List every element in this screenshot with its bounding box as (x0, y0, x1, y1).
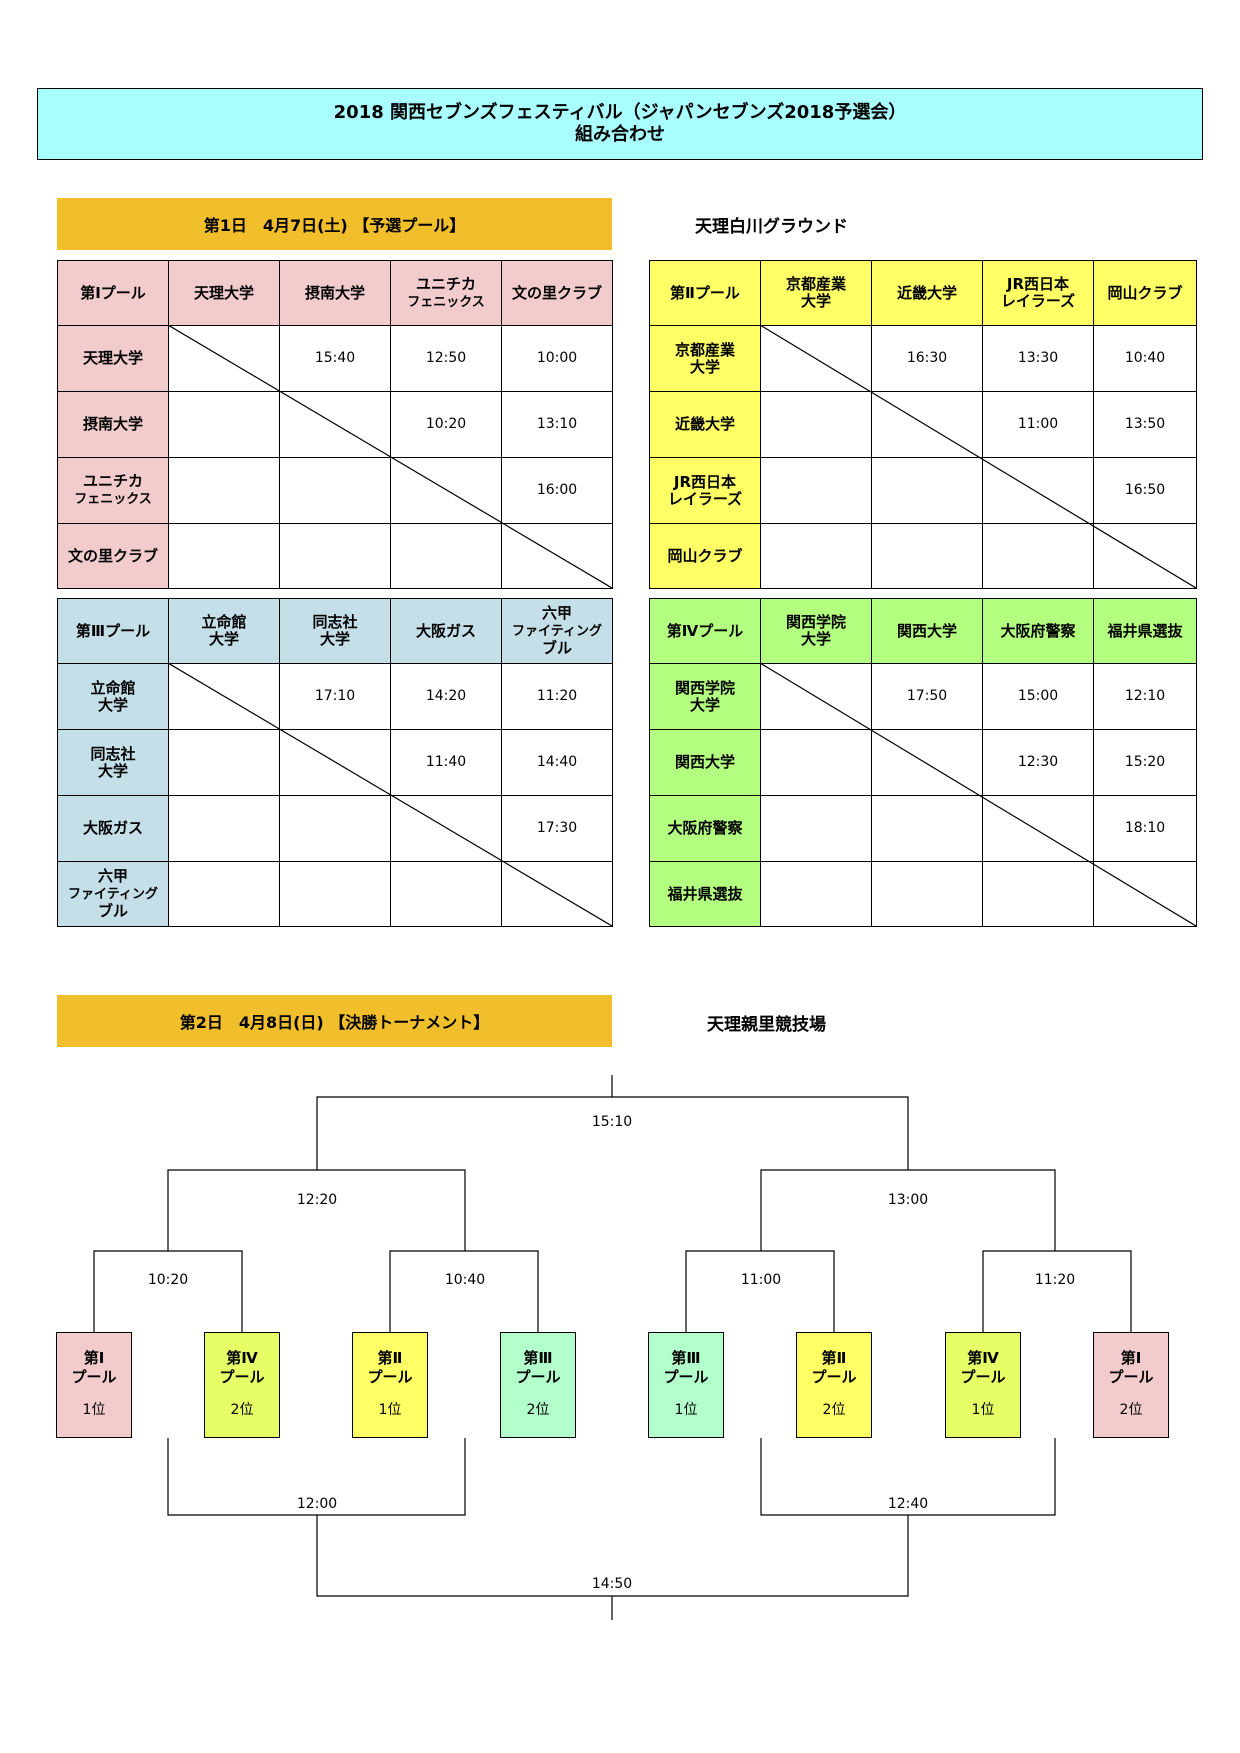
col-team-1: 京都産業大学 (760, 260, 872, 326)
seed-rank: 1位 (971, 1402, 995, 1418)
row-team-4: 岡山クラブ (649, 523, 761, 589)
row-team-2: 同志社大学 (57, 729, 169, 796)
pool-name: 第Ⅲプール (57, 598, 169, 664)
col-team-2: 摂南大学 (279, 260, 391, 326)
row-team-4: 福井県選抜 (649, 861, 761, 927)
seed-pool-label: プール (367, 1368, 413, 1386)
row-team-2: 関西大学 (649, 729, 761, 796)
col-team-4: 岡山クラブ (1093, 260, 1197, 326)
seed-pool-label: 第Ⅲ (671, 1349, 701, 1367)
row-team-3: JR西日本レイラーズ (649, 457, 761, 524)
pool-name: 第Ⅳプール (649, 598, 761, 664)
col-team-4: 福井県選抜 (1093, 598, 1197, 664)
seed-rank: 1位 (378, 1402, 402, 1418)
pool-name: 第Ⅱプール (649, 260, 761, 326)
row-team-3: 大阪府警察 (649, 795, 761, 862)
seed-pool-label: プール (219, 1368, 265, 1386)
seed-rank: 1位 (674, 1402, 698, 1418)
row-team-1: 天理大学 (57, 325, 169, 392)
col-team-3: JR西日本レイラーズ (982, 260, 1094, 326)
seed-pool-label: 第Ⅳ (226, 1349, 258, 1367)
seed-pool-label: プール (811, 1368, 857, 1386)
seed-rank: 2位 (1119, 1402, 1143, 1418)
row-team-2: 近畿大学 (649, 391, 761, 458)
row-team-1: 関西学院大学 (649, 663, 761, 730)
seed-pool-label: 第Ⅳ (967, 1349, 999, 1367)
seed-pool-label: プール (663, 1368, 709, 1386)
seed-pool-label: 第Ⅰ (1120, 1349, 1142, 1367)
seed-pool-label: 第Ⅲ (523, 1349, 553, 1367)
qf-time-2: 10:40 (444, 1272, 486, 1288)
col-team-1: 関西学院大学 (760, 598, 872, 664)
lower-final-time: 14:50 (591, 1576, 633, 1592)
day2-venue: 天理親里競技場 (707, 1015, 826, 1035)
lower-right-time: 12:40 (887, 1496, 929, 1512)
day1-venue: 天理白川グラウンド (695, 217, 848, 237)
col-team-2: 関西大学 (871, 598, 983, 664)
col-team-1: 天理大学 (168, 260, 280, 326)
seed-pool-label: プール (515, 1368, 561, 1386)
seed-pool-label: プール (960, 1368, 1006, 1386)
seed-pool-label: プール (1108, 1368, 1154, 1386)
seed-rank: 1位 (82, 1402, 106, 1418)
semi-left-time: 12:20 (296, 1192, 338, 1208)
qf-time-4: 11:20 (1034, 1272, 1076, 1288)
col-team-2: 近畿大学 (871, 260, 983, 326)
col-team-3: 大阪府警察 (982, 598, 1094, 664)
col-team-1: 立命館大学 (168, 598, 280, 664)
day2-banner: 第2日 4月8日(日) 【決勝トーナメント】 (57, 995, 612, 1047)
document-title: 2018 関西セブンズフェスティバル（ジャパンセブンズ2018予選会） 組み合わ… (37, 88, 1203, 160)
row-team-3: 大阪ガス (57, 795, 169, 862)
row-team-3: ユニチカフェニックス (57, 457, 169, 524)
seed-pool-label: プール (71, 1368, 117, 1386)
row-team-4: 文の里クラブ (57, 523, 169, 589)
col-team-3: 大阪ガス (390, 598, 502, 664)
day1-banner: 第1日 4月7日(土) 【予選プール】 (57, 198, 612, 250)
lower-left-time: 12:00 (296, 1496, 338, 1512)
semi-right-time: 13:00 (887, 1192, 929, 1208)
title-line-1: 2018 関西セブンズフェスティバル（ジャパンセブンズ2018予選会） (333, 102, 907, 123)
col-team-4: 文の里クラブ (501, 260, 613, 326)
row-team-4: 六甲ファイティングブル (57, 861, 169, 927)
final-time: 15:10 (591, 1114, 633, 1130)
qf-time-3: 11:00 (740, 1272, 782, 1288)
col-team-2: 同志社大学 (279, 598, 391, 664)
row-team-2: 摂南大学 (57, 391, 169, 458)
col-team-4: 六甲ファイティングブル (501, 598, 613, 664)
seed-rank: 2位 (526, 1402, 550, 1418)
title-line-2: 組み合わせ (575, 124, 665, 145)
row-team-1: 京都産業大学 (649, 325, 761, 392)
seed-rank: 2位 (230, 1402, 254, 1418)
seed-pool-label: 第Ⅱ (377, 1349, 403, 1367)
seed-pool-label: 第Ⅱ (821, 1349, 847, 1367)
qf-time-1: 10:20 (147, 1272, 189, 1288)
seed-pool-label: 第Ⅰ (83, 1349, 105, 1367)
seed-rank: 2位 (822, 1402, 846, 1418)
row-team-1: 立命館大学 (57, 663, 169, 730)
